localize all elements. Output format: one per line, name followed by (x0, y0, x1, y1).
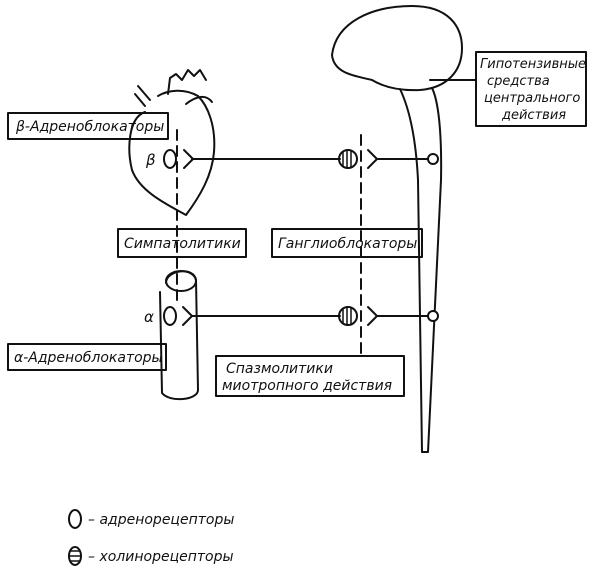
box-beta-blockers (7, 112, 169, 140)
label-antispasmodics-line1: Спазмолитики (226, 361, 333, 377)
label-central-line4: действия (501, 108, 566, 123)
box-central (475, 51, 587, 127)
label-central-line2: средства (487, 74, 550, 89)
label-ganglion-blockers: Ганглиоблокаторы (278, 236, 417, 252)
spinal-neuron-upper (427, 153, 439, 165)
label-alpha-blockers: α-Адреноблокаторы (14, 350, 163, 366)
cholinoreceptor-ganglion-lower (338, 306, 358, 326)
label-central-line1: Гипотензивные (480, 57, 586, 72)
spinal-cord (399, 87, 443, 453)
heart-vessel-tube (185, 96, 213, 105)
box-sympatholytics (117, 228, 247, 258)
label-antispasmodics-line2: миотропного действия (222, 378, 392, 394)
terminal-heart (183, 149, 194, 169)
spinal-neuron-lower (427, 310, 439, 322)
box-ganglion-blockers (271, 228, 423, 258)
label-sympatholytics: Симпатолитики (124, 236, 241, 252)
label-beta-blockers: β-Адреноблокаторы (15, 119, 164, 135)
adrenoreceptor-beta (163, 149, 177, 169)
legend-adreno-label: – адренорецепторы (88, 512, 234, 528)
legend-cholino-label: – холинорецепторы (88, 549, 234, 565)
heart-shape (128, 89, 216, 216)
cholinoreceptor-ganglion-upper (338, 149, 358, 169)
terminal-ganglion-lower (367, 306, 378, 326)
box-alpha-blockers (7, 343, 167, 371)
label-central-line3: центрального (484, 91, 580, 106)
box-antispasmodics (215, 355, 405, 397)
vessel-top-opening (165, 270, 197, 292)
vessel-shape (159, 270, 199, 401)
legend-adreno-icon (68, 509, 82, 529)
brain-shape (331, 5, 463, 92)
terminal-ganglion-upper (367, 149, 378, 169)
label-beta-symbol: β (145, 151, 156, 169)
adrenoreceptor-alpha (163, 306, 177, 326)
legend-cholino-icon (68, 546, 82, 566)
heart-aorta (134, 69, 207, 107)
label-alpha-symbol: α (144, 308, 154, 326)
terminal-vessel (182, 306, 193, 326)
